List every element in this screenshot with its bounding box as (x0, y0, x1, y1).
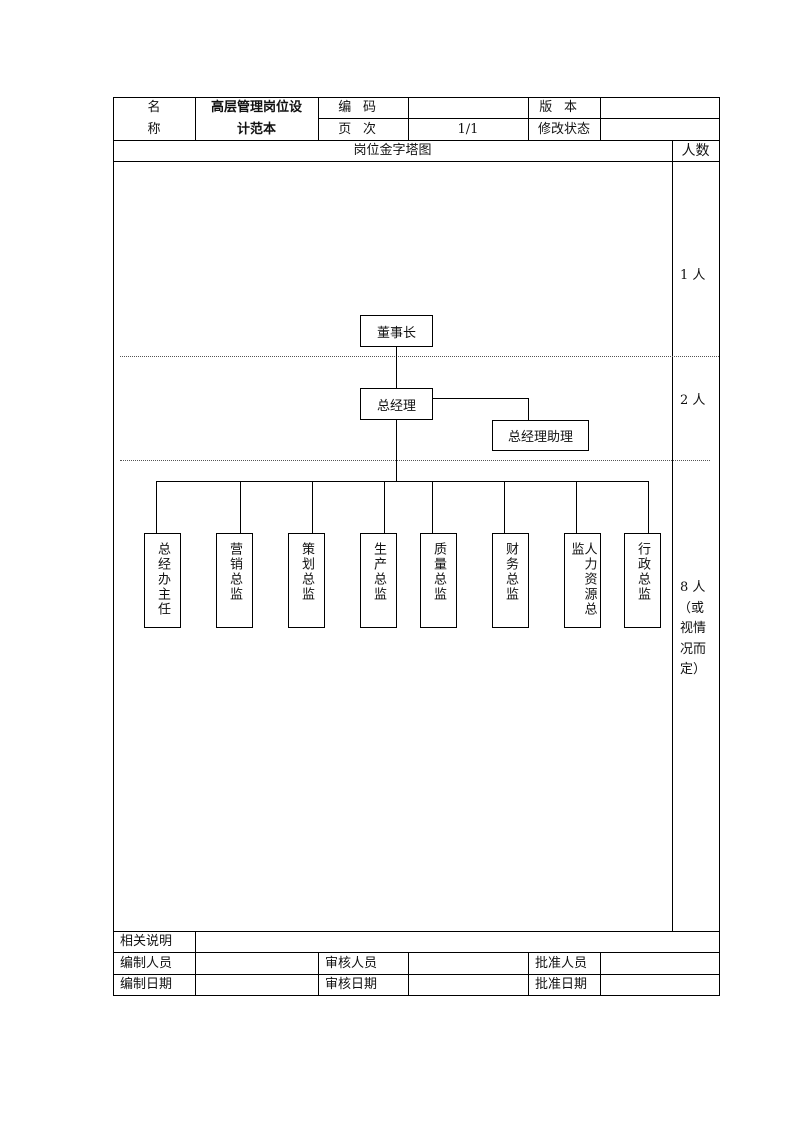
approved-by-value (600, 952, 726, 974)
approved-date-label: 批准日期 (535, 977, 588, 992)
name-label-bottom: 称 (147, 121, 161, 137)
version-label: 版本 (539, 100, 589, 115)
director-box: 策划总监 (288, 533, 325, 628)
code-label: 编码 (338, 100, 388, 115)
director-label: 质量总监 (431, 542, 446, 602)
prepared-by-value (195, 952, 325, 974)
count-header: 人数 (681, 142, 710, 159)
prepared-date-value (195, 974, 325, 995)
pyramid-title: 岗位金字塔图 (353, 143, 432, 158)
notes-label: 相关说明 (120, 934, 173, 949)
director-label: 人力资源总监 (568, 542, 597, 617)
director-box: 总经办主任 (144, 533, 181, 628)
general-manager-box: 总经理 (360, 388, 433, 420)
director-label: 总经办主任 (155, 542, 170, 617)
director-box: 质量总监 (420, 533, 457, 628)
director-label: 生产总监 (371, 542, 386, 602)
approved-date-value (600, 974, 726, 995)
prepared-by-label: 编制人员 (120, 955, 173, 971)
director-label: 营销总监 (227, 542, 242, 602)
level-3-count: 8 人 （或 视情 况而 定） (678, 578, 707, 681)
level-3-count-line: 视情 (680, 621, 707, 636)
chairman-box: 董事长 (360, 315, 433, 347)
prepared-date-label: 编制日期 (120, 977, 173, 992)
director-box: 生产总监 (360, 533, 397, 628)
approved-by-label: 批准人员 (535, 955, 588, 971)
reviewed-by-value (408, 952, 535, 974)
reviewed-date-value (408, 974, 535, 995)
director-box: 人力资源总监 (564, 533, 601, 628)
level-3-count-line: 况而 (680, 641, 707, 657)
document-title-line-1: 高层管理岗位设 (210, 100, 302, 115)
notes-value (195, 931, 726, 952)
level-3-count-line: （或 (678, 600, 705, 616)
level-3-count-line: 定） (680, 662, 707, 677)
revision-label: 修改状态 (537, 121, 590, 137)
page-value: 1/1 (457, 121, 479, 137)
code-value (408, 97, 528, 118)
director-label: 策划总监 (299, 542, 314, 602)
director-label: 财务总监 (503, 542, 518, 602)
level-1-count: 1 人 (680, 268, 706, 283)
director-label: 行政总监 (635, 542, 650, 602)
level-2-count: 2 人 (680, 393, 706, 408)
gm-assistant-box: 总经理助理 (492, 420, 589, 451)
document-title-line-2: 计范本 (236, 121, 276, 137)
version-value (600, 97, 719, 118)
name-label-top: 名 (147, 100, 161, 115)
reviewed-date-label: 审核日期 (325, 977, 378, 992)
level-separator-1 (120, 356, 719, 357)
director-box: 营销总监 (216, 533, 253, 628)
level-3-count-line: 8 人 (680, 580, 706, 595)
page-label: 页次 (338, 121, 388, 137)
level-separator-2 (120, 460, 710, 461)
director-box: 行政总监 (624, 533, 661, 628)
revision-value (600, 118, 719, 140)
director-box: 财务总监 (492, 533, 529, 628)
reviewed-by-label: 审核人员 (325, 955, 378, 971)
